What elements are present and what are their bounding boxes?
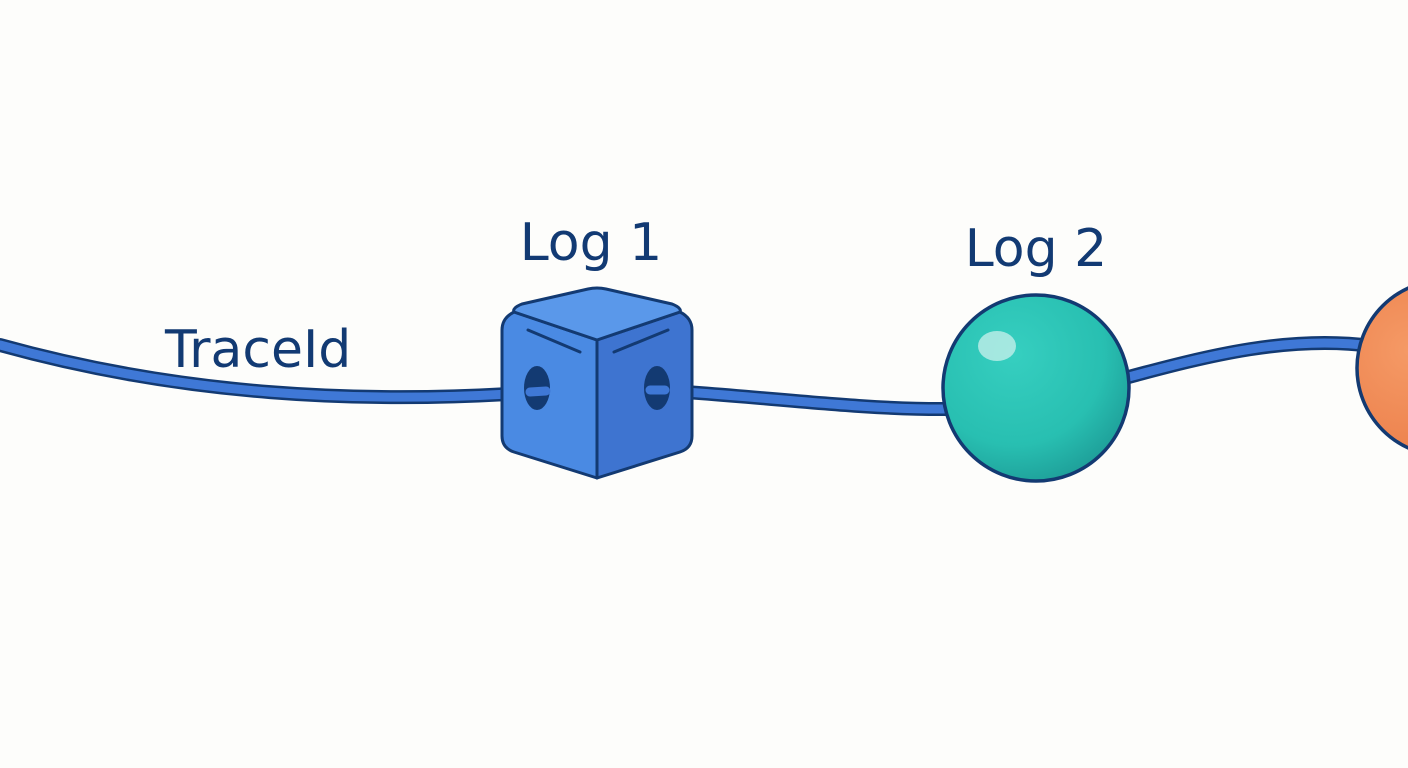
node-1-label: Log 1: [520, 213, 663, 273]
thread-label: TraceId: [164, 320, 351, 380]
sphere-icon-partial: [1355, 286, 1408, 450]
sphere-icon: [941, 293, 1131, 483]
thread-segment-middle: [648, 383, 957, 417]
node-2-label: Log 2: [965, 219, 1108, 279]
cube-icon: [500, 286, 694, 480]
thread-segment-right: [1118, 335, 1379, 385]
thread-segment-left: [0, 338, 547, 405]
